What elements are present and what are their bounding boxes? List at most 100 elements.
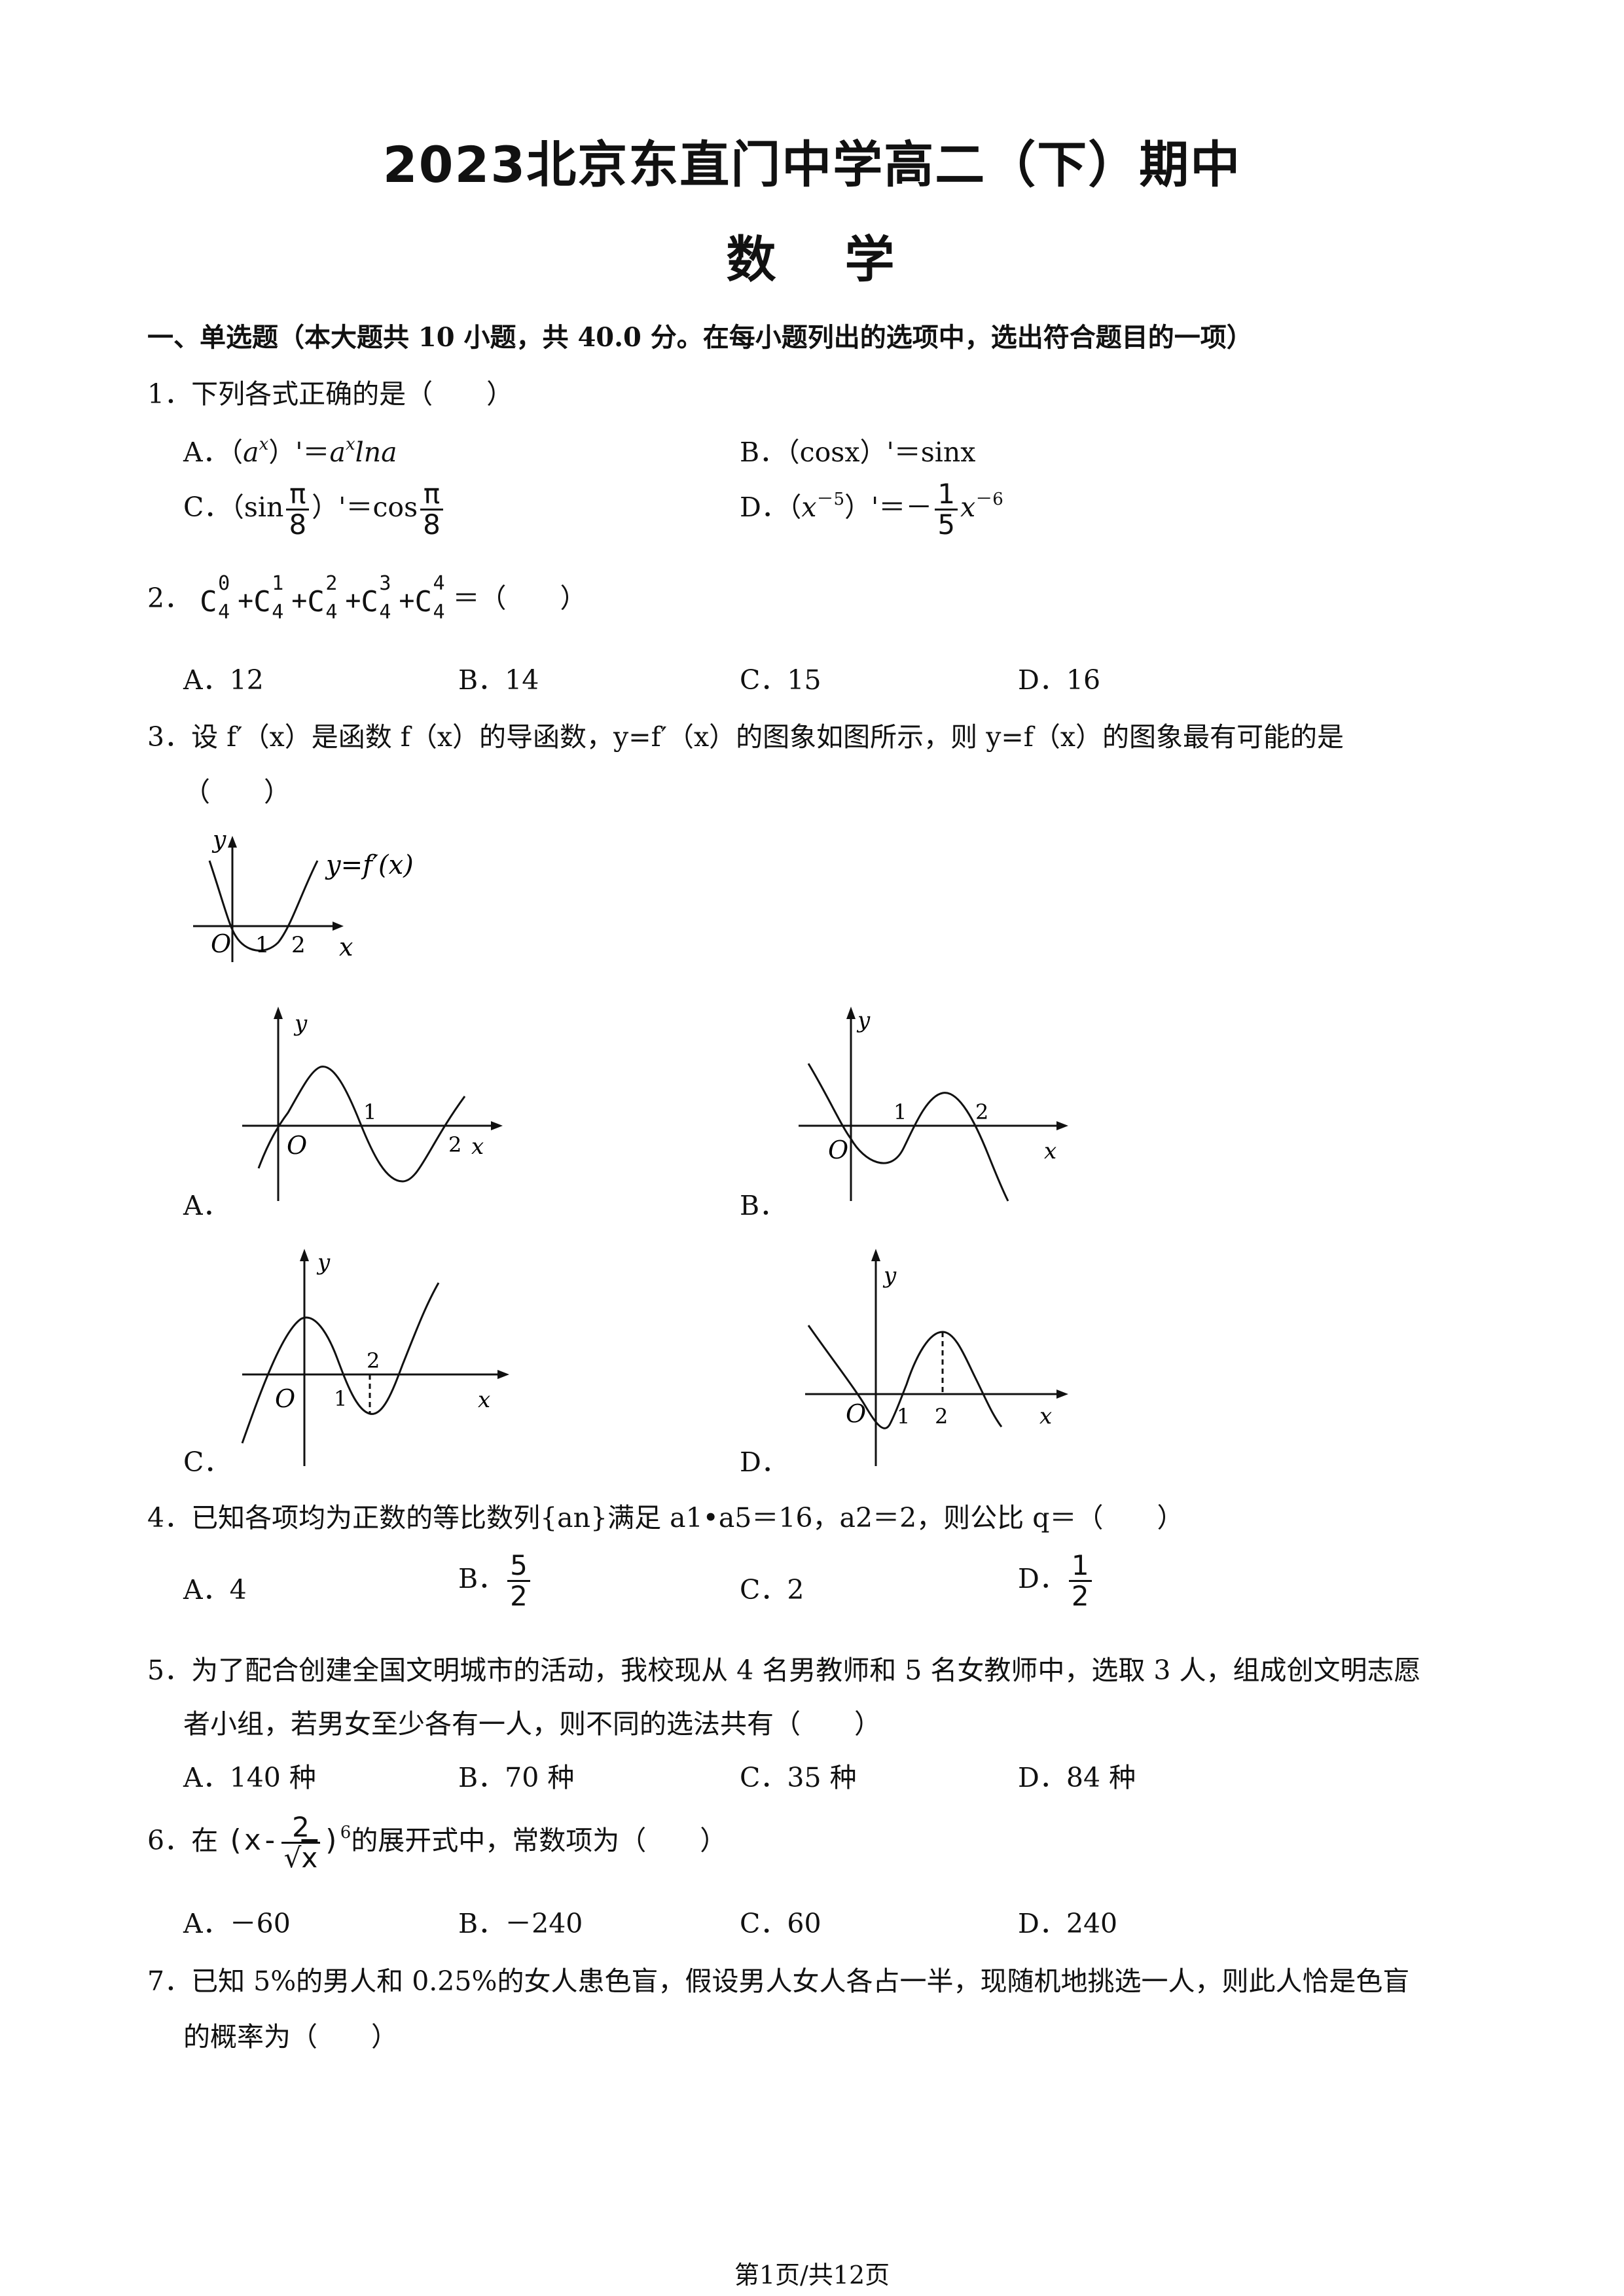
svg-text:x: x [1039, 1403, 1052, 1429]
frac-num: 2 [281, 1812, 321, 1844]
q5-option-c: C．35 种 [740, 1762, 857, 1793]
option-b-curve [807, 1063, 1009, 1202]
comb-n: 4 [433, 600, 445, 624]
q2-tail: ＝（ ） [452, 583, 587, 614]
frac-num: π [420, 479, 443, 511]
q6-option-c: C．60 [740, 1908, 821, 1939]
curve-label: y=f′(x) [325, 850, 414, 880]
x-axis-arrow [333, 922, 344, 931]
option-a-curve [257, 1066, 466, 1183]
q2-number: 2． [147, 583, 192, 614]
svg-text:O: O [846, 1399, 866, 1428]
comb-c: C [414, 584, 433, 619]
svg-text:O: O [828, 1136, 848, 1164]
tick-2: 2 [291, 932, 306, 958]
svg-text:1: 1 [897, 1404, 910, 1429]
frac-num: 5 [507, 1551, 530, 1583]
comb-k: 4 [433, 571, 445, 595]
q1-option-b: B．（cosx）'＝sinx [740, 437, 976, 468]
q4-option-a: A．4 [183, 1574, 247, 1605]
fraction: 2√x [281, 1812, 321, 1874]
comb-c: C [200, 584, 217, 619]
page-number: 第1页/共12页 [734, 2261, 890, 2289]
svg-text:1: 1 [893, 1100, 907, 1124]
q2-option-c: C．15 [740, 664, 821, 696]
svg-text:y: y [856, 1007, 871, 1033]
option-d-curve [807, 1325, 1003, 1429]
frac-num: 1 [935, 479, 958, 511]
q4-option-c: C．2 [740, 1574, 804, 1605]
q3-line1: 3．设 f′（x）是函数 f（x）的导函数，y=f′（x）的图象如图所示，则 y… [147, 721, 1344, 753]
q3-line2: （ ） [183, 776, 291, 808]
comb-n: 4 [218, 600, 230, 624]
q5-option-b: B．70 种 [458, 1762, 575, 1793]
axis-x-label: x [339, 933, 353, 961]
q4-stem: 4．已知各项均为正数的等比数列{an}满足 a1•a5＝16，a2＝2，则公比 … [147, 1502, 1184, 1534]
axis-y-label: y [211, 827, 226, 853]
q3-option-b: B． [740, 1190, 787, 1221]
frac-den: 8 [423, 509, 441, 541]
page-title: 2023北京东直门中学高二（下）期中 [382, 135, 1242, 194]
y-axis-arrow [228, 836, 237, 848]
svg-text:x: x [478, 1387, 490, 1413]
q1-d-label: D．（ [740, 492, 802, 524]
comb-c: C [307, 584, 325, 619]
svg-text:y: y [882, 1263, 897, 1289]
option-c-curve [241, 1282, 440, 1444]
q2-option-b: B．14 [458, 664, 539, 696]
q1-d-mid: ）'＝－ [844, 492, 933, 524]
svg-text:1: 1 [363, 1100, 376, 1124]
q5-line1: 5．为了配合创建全国文明城市的活动，我校现从 4 名男教师和 5 名女教师中，选… [147, 1655, 1421, 1686]
frac-den: 5 [937, 509, 956, 541]
q3-option-c: C． [183, 1446, 231, 1478]
svg-text:O: O [275, 1384, 295, 1413]
svg-text:2: 2 [935, 1404, 948, 1429]
q6-power: 6 [340, 1823, 352, 1843]
q5-option-d: D．84 种 [1018, 1762, 1136, 1793]
derivative-graph: y O 1 2 x y=f′(x) [193, 827, 414, 962]
q6-pre: 6．在 [147, 1825, 219, 1857]
svg-text:x: x [1044, 1138, 1056, 1164]
frac-den: 8 [289, 509, 307, 541]
svg-text:2: 2 [367, 1348, 380, 1373]
comb-k: 2 [325, 571, 338, 595]
svg-text:y: y [316, 1249, 331, 1276]
sqrt-expr: √x [283, 1842, 318, 1874]
comb-n: 4 [325, 600, 338, 624]
q1-option-a: A．（ax）'＝axlna [183, 435, 397, 468]
comb-c: C [361, 584, 378, 619]
frac-den: 2 [1071, 1580, 1089, 1613]
q6-x: x [244, 1823, 262, 1857]
q3-option-d: D． [740, 1446, 788, 1478]
comb-n: 4 [272, 600, 284, 624]
q1-a-end: lna [355, 437, 397, 468]
q6-option-d: D．240 [1018, 1908, 1118, 1939]
q1-c-mid: ）'＝cos [312, 492, 418, 524]
origin-label: O [211, 929, 231, 958]
q3-option-a: A． [183, 1190, 230, 1221]
q6-option-a: A．－60 [183, 1908, 291, 1939]
frac-num: 1 [1068, 1551, 1092, 1583]
q1-stem: 1．下列各式正确的是（ ） [147, 378, 514, 410]
subject-title: 数学 [726, 230, 964, 289]
comb-k: 3 [379, 571, 391, 595]
frac-num: π [286, 479, 310, 511]
q6-option-b: B．－240 [458, 1908, 583, 1939]
comb-n: 4 [379, 600, 391, 624]
derivative-curve [208, 860, 319, 952]
option-b-graph: y O 1 2 x [799, 1007, 1068, 1202]
option-c-graph: y O 1 2 x [241, 1249, 509, 1466]
